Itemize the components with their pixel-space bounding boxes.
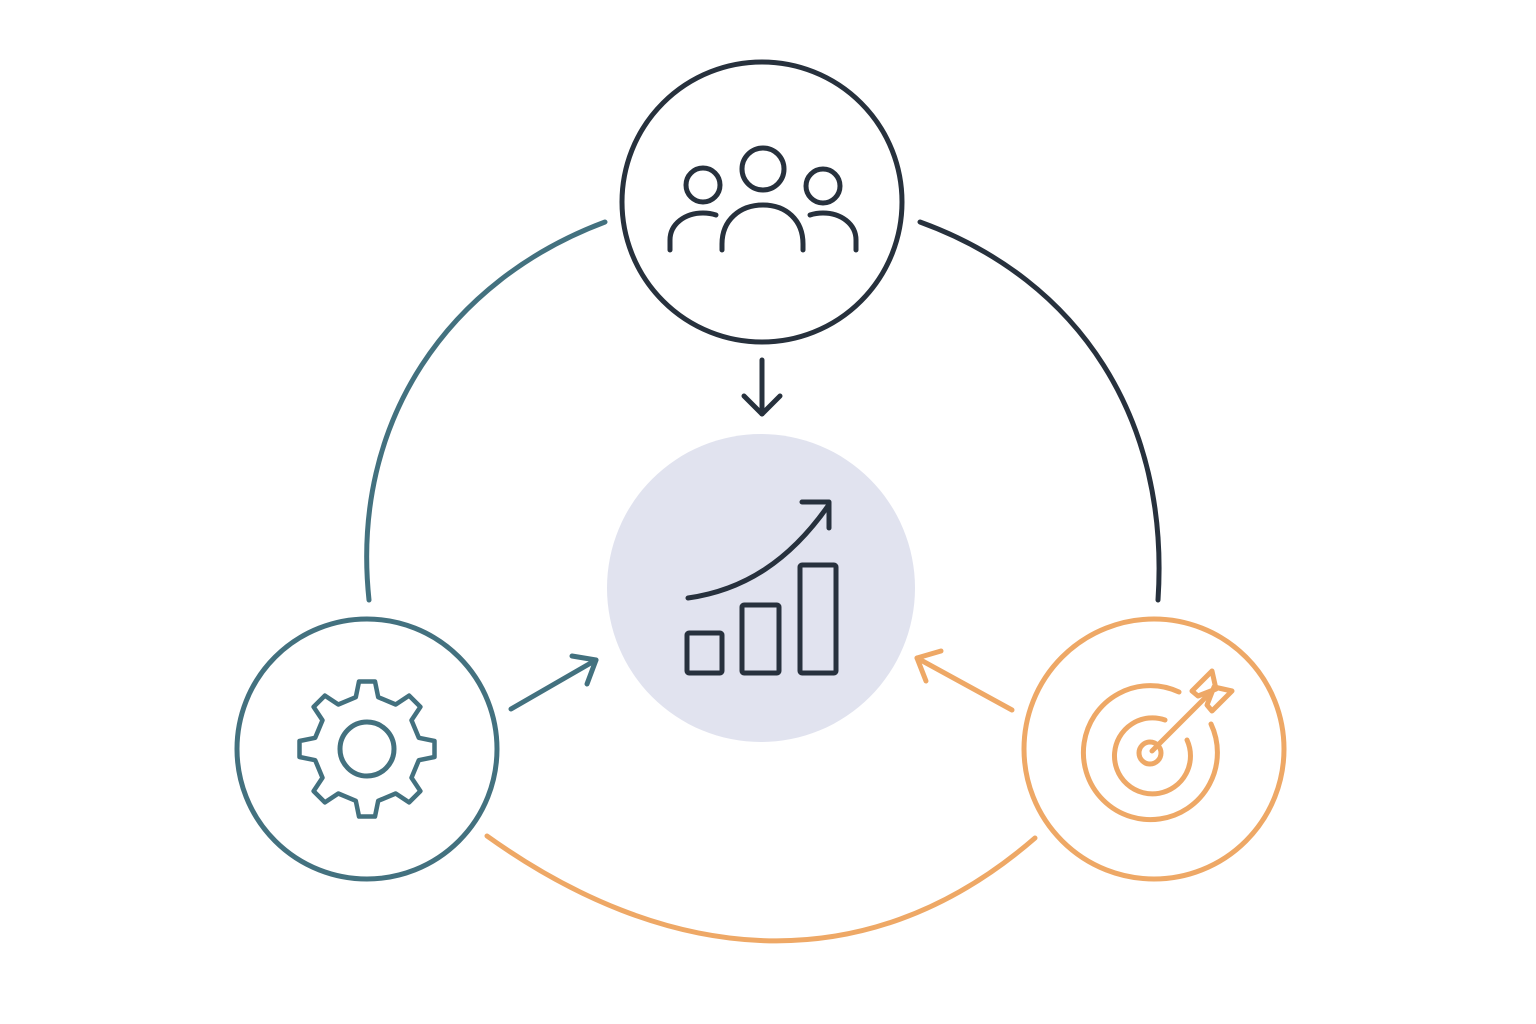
process-node: [234, 616, 500, 882]
arc-process-to-goal: [484, 833, 1038, 944]
people-node-circle: [619, 59, 905, 345]
arrow-goal-to-growth: [914, 648, 1015, 713]
arc-people-to-goal: [917, 219, 1162, 603]
process-node-circle: [234, 616, 500, 882]
growth-node-circle: [607, 434, 915, 742]
target-arrow-icon: [1080, 668, 1235, 823]
gear-icon: [297, 679, 437, 819]
arrow-process-to-growth: [508, 653, 599, 712]
arrow-people-to-growth: [741, 357, 783, 417]
gear-center-icon: [337, 719, 397, 779]
goal-node: [1021, 616, 1287, 882]
people-group-icon: [667, 145, 859, 253]
people-node: [619, 59, 905, 345]
growth-node: [607, 434, 915, 742]
bar-chart-growth-icon: [684, 499, 839, 676]
arc-people-to-process: [364, 219, 608, 603]
